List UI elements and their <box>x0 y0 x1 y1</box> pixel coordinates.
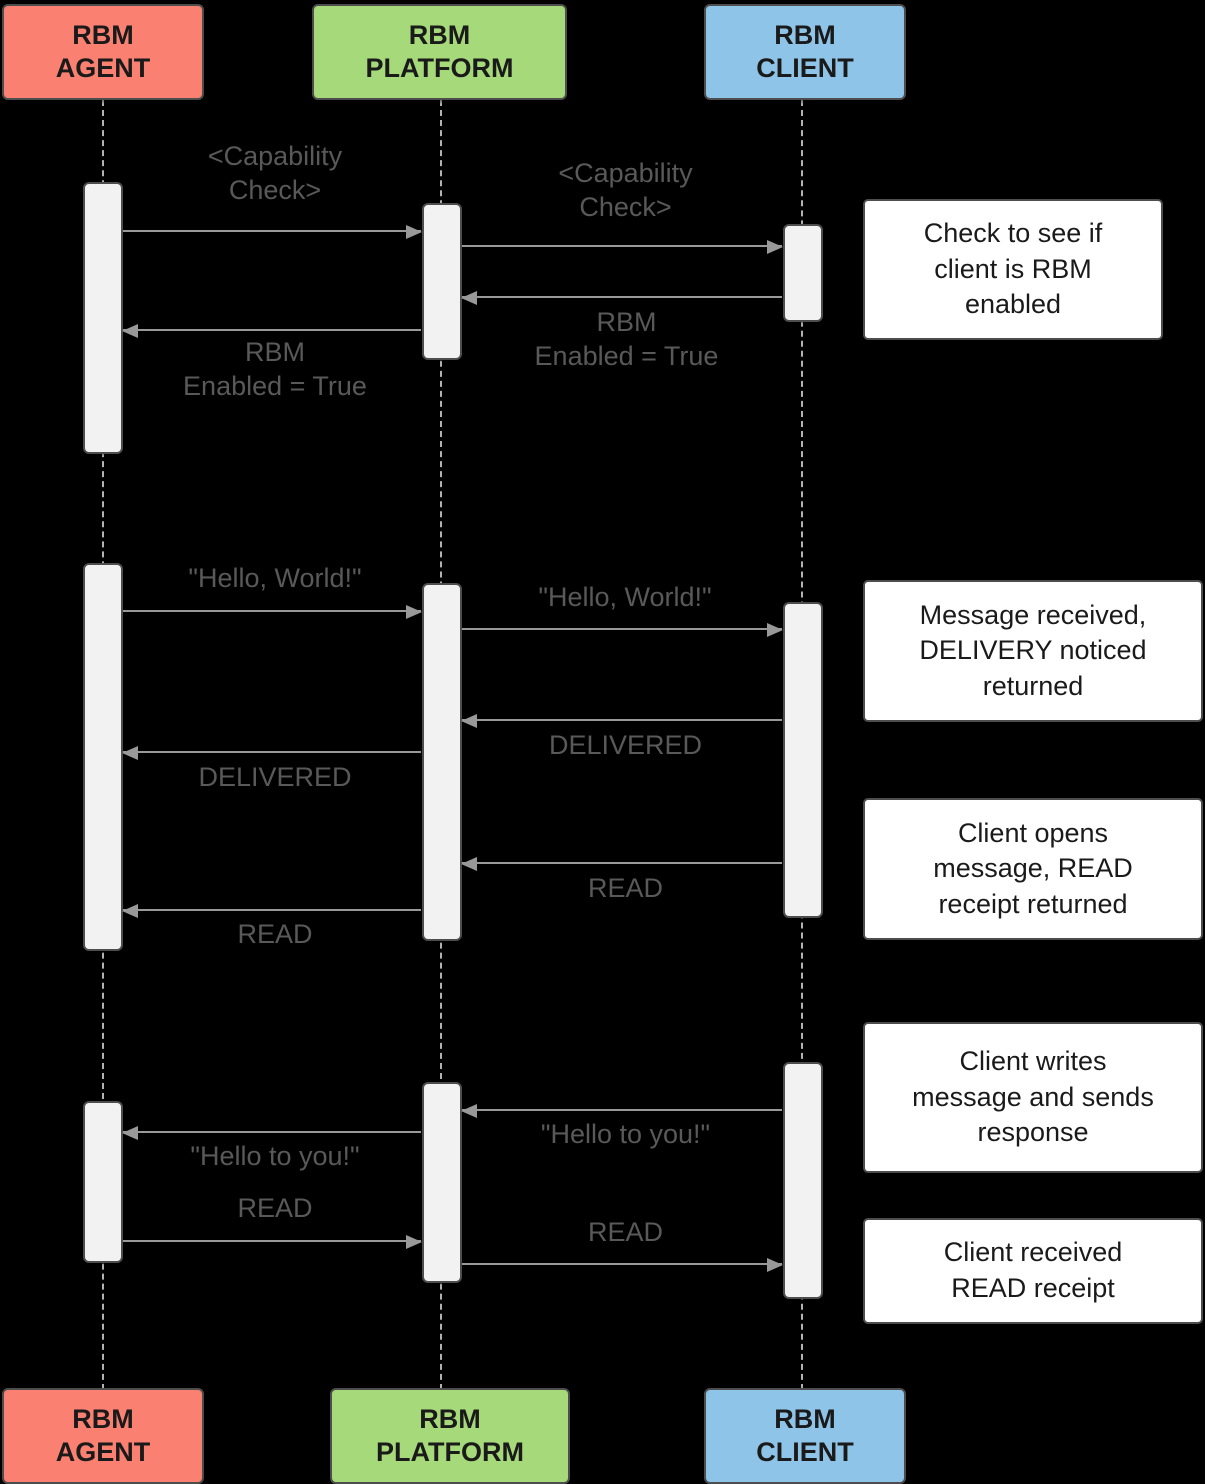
activation-agent-1 <box>83 182 123 454</box>
message-label-read-4: READ <box>587 1217 663 1247</box>
arrowhead-left-icon <box>122 904 138 918</box>
activation-platform-1 <box>422 203 462 360</box>
arrowhead-right-icon <box>406 605 422 619</box>
activation-client-2 <box>783 602 823 918</box>
arrowhead-left-icon <box>461 714 477 728</box>
participant-label-line1: RBM <box>72 1404 134 1435</box>
arrowhead-right-icon <box>406 225 422 239</box>
arrowhead-left-icon <box>122 1126 138 1140</box>
participant-header-agent[interactable]: RBM AGENT <box>2 4 204 100</box>
message-label-read-2: READ <box>237 919 313 949</box>
participant-label-line1: RBM <box>774 1404 836 1435</box>
participant-label-line2: AGENT <box>55 53 151 83</box>
message-arrow-hello-to-you-platform-agent <box>122 1126 421 1140</box>
message-label-read-3: READ <box>237 1193 313 1223</box>
message-arrow-read-platform-client <box>462 1258 783 1272</box>
participant-label-line1: RBM <box>72 20 134 51</box>
message-arrow-hello-world-agent-platform <box>123 605 422 619</box>
activation-client-3 <box>783 1062 823 1299</box>
participant-label-line1: RBM <box>419 1404 481 1435</box>
message-label-hello-to-you-2: "Hello to you!" <box>190 1141 360 1171</box>
activation-agent-3 <box>83 1101 123 1263</box>
message-label-capability-check-1: <Capability Check> <box>207 141 343 205</box>
arrowhead-right-icon <box>406 1235 422 1249</box>
activation-agent-2 <box>83 563 123 951</box>
message-label-hello-world-2: "Hello, World!" <box>538 582 712 612</box>
message-label-read-1: READ <box>587 873 663 903</box>
arrowhead-right-icon <box>767 1258 783 1272</box>
message-arrow-hello-world-platform-client <box>462 623 783 637</box>
message-label-hello-to-you-1: "Hello to you!" <box>540 1119 711 1149</box>
participant-label-line1: RBM <box>774 20 836 51</box>
arrowhead-left-icon <box>122 746 138 760</box>
note-client-received-read-receipt: Client received READ receipt <box>863 1218 1203 1324</box>
participant-label-line2: CLIENT <box>756 53 854 83</box>
arrowhead-right-icon <box>767 240 783 254</box>
arrowhead-right-icon <box>767 623 783 637</box>
note-check-client-rbm-enabled: Check to see if client is RBM enabled <box>863 199 1163 340</box>
arrowhead-left-icon <box>461 1104 477 1118</box>
participant-label-line2: PLATFORM <box>376 1437 524 1467</box>
note-message-received-delivery: Message received, DELIVERY noticed retur… <box>863 580 1203 722</box>
participant-footer-client[interactable]: RBM CLIENT <box>704 1388 906 1484</box>
participant-label-line2: AGENT <box>55 1437 151 1467</box>
participant-footer-platform[interactable]: RBM PLATFORM <box>330 1388 570 1484</box>
message-label-rbm-enabled-1: RBM Enabled = True <box>534 307 719 371</box>
arrowhead-left-icon <box>461 291 477 305</box>
participant-label-line1: RBM <box>408 20 471 51</box>
message-arrow-delivered-platform-agent <box>122 746 421 760</box>
message-arrow-capability-check-agent-platform <box>123 225 422 239</box>
message-arrow-delivered-client-platform <box>461 714 782 728</box>
arrowhead-left-icon <box>122 324 138 338</box>
message-arrow-rbm-enabled-platform-agent <box>122 324 421 338</box>
activation-platform-2 <box>422 583 462 941</box>
participant-header-platform[interactable]: RBM PLATFORM <box>312 4 567 100</box>
message-arrow-read-client-platform <box>461 857 782 871</box>
participant-header-client[interactable]: RBM CLIENT <box>704 4 906 100</box>
arrowhead-left-icon <box>461 857 477 871</box>
message-label-delivered-1: DELIVERED <box>548 730 703 760</box>
message-label-rbm-enabled-2: RBM Enabled = True <box>183 337 367 401</box>
participant-label-line2: CLIENT <box>756 1437 854 1467</box>
note-client-opens-message-read: Client opens message, READ receipt retur… <box>863 798 1203 940</box>
message-arrow-capability-check-platform-client <box>462 240 783 254</box>
message-label-delivered-2: DELIVERED <box>198 762 352 792</box>
activation-client-1 <box>783 224 823 322</box>
message-arrow-read-platform-agent <box>122 904 421 918</box>
message-arrow-hello-to-you-client-platform <box>461 1104 782 1118</box>
note-client-writes-message: Client writes message and sends response <box>863 1022 1203 1173</box>
message-label-hello-world-1: "Hello, World!" <box>188 563 362 593</box>
participant-label-line2: PLATFORM <box>365 53 514 83</box>
participant-footer-agent[interactable]: RBM AGENT <box>2 1388 204 1484</box>
message-label-capability-check-2: <Capability Check> <box>558 158 693 222</box>
activation-platform-3 <box>422 1082 462 1283</box>
message-arrow-rbm-enabled-client-platform <box>461 291 782 305</box>
message-arrow-read-agent-platform <box>123 1235 422 1249</box>
